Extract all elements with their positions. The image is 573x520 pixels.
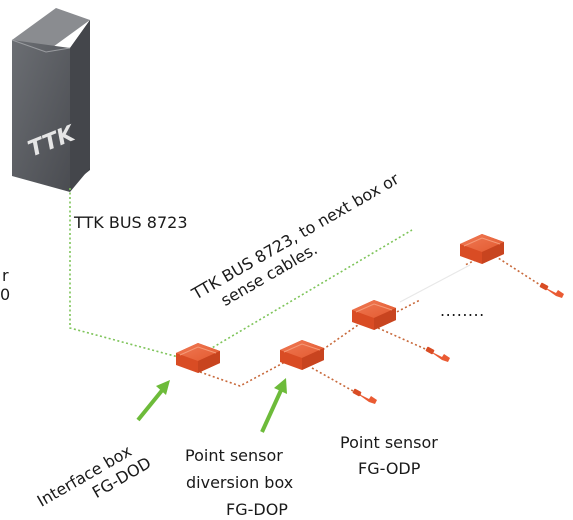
point-sensor-box-far bbox=[459, 233, 505, 265]
diversion-box-label-line1: Point sensor bbox=[185, 446, 283, 465]
controller-cabinet bbox=[11, 8, 90, 192]
sensor-probe bbox=[352, 388, 377, 404]
diversion-box-label-line2: diversion box bbox=[186, 473, 293, 492]
diversion-box-arrow bbox=[260, 378, 287, 433]
bus-continuation bbox=[399, 264, 471, 303]
interface-box-arrow bbox=[136, 380, 170, 422]
point-sensor-label-line1: Point sensor bbox=[340, 433, 438, 452]
point-sensor-box-device bbox=[351, 299, 397, 331]
cutoff-label-line1: r bbox=[2, 266, 9, 285]
sensor-probe bbox=[425, 346, 450, 362]
bus-next-label-line1: TTK BUS 8723, to next box or bbox=[188, 169, 403, 304]
diversion-box-label-line3: FG-DOP bbox=[226, 500, 288, 519]
ttk-bus-line bbox=[69, 188, 413, 359]
cutoff-label-line2: 0 bbox=[0, 285, 10, 304]
bus-label: TTK BUS 8723 bbox=[73, 213, 188, 232]
more-boxes-ellipsis: ........ bbox=[440, 301, 485, 320]
point-sensor-label-line2: FG-ODP bbox=[358, 459, 421, 478]
diversion-box-device bbox=[279, 339, 325, 371]
sensor-probe bbox=[539, 282, 564, 298]
